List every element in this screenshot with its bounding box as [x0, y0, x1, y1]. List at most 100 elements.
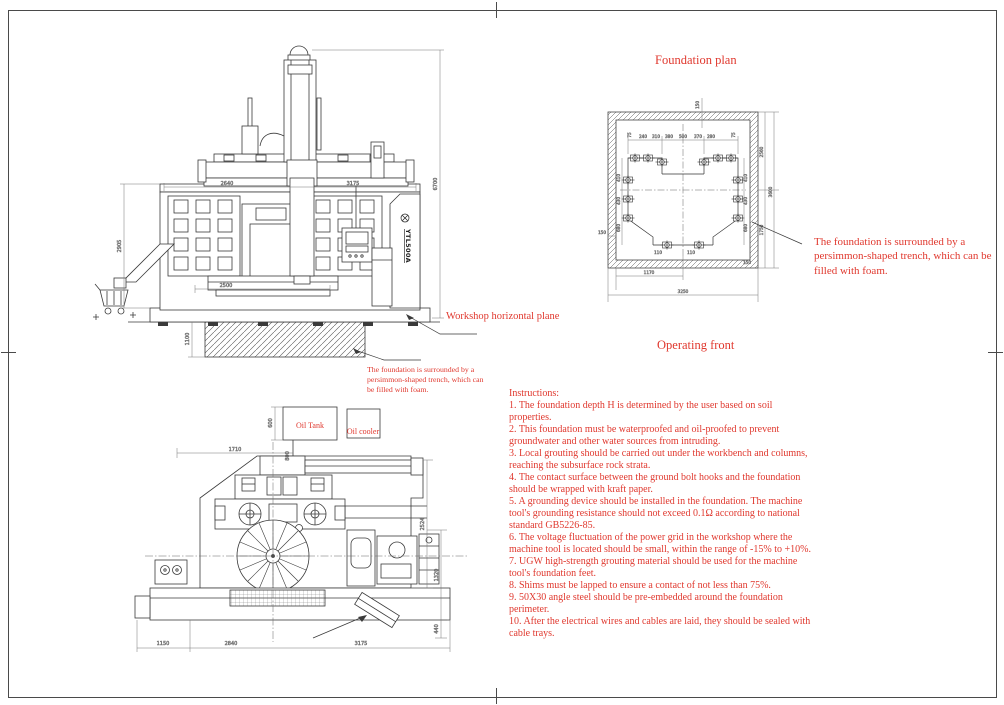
dim-380: 380 [665, 134, 673, 139]
anchor-bolt-icon [621, 213, 635, 223]
conveyor-grid [229, 589, 326, 607]
foundation-plan-drawing: 75 240 310 380 500 370 280 75 150 410 43… [598, 98, 803, 302]
model-label: YTL500A [404, 228, 412, 263]
oil-cooler-label: Oil cooler [347, 427, 380, 436]
anchor-bolt-icon [731, 213, 745, 223]
right-equipment [346, 529, 440, 587]
centerlines [620, 124, 746, 256]
instructions-heading: Instructions: [509, 388, 559, 399]
left-bracket [154, 559, 188, 585]
dim-foundation-depth: 1100 [185, 333, 191, 346]
dim-3250: 3250 [678, 289, 689, 294]
column [283, 59, 317, 163]
dim-1170: 1170 [644, 270, 655, 275]
dim-430-right: 430 [743, 197, 748, 205]
dim-440: 440 [434, 624, 440, 634]
register-tick-top [496, 2, 497, 18]
dim-span-right: 3175 [347, 181, 360, 187]
dim-110-a: 110 [654, 250, 662, 255]
front-view-drawing: YTL500A 2640 3175 6700 2905 2500 1100 [93, 45, 477, 361]
dim-3175: 3175 [355, 641, 368, 647]
anchor-bolt-icon [621, 194, 635, 204]
dim-table-width: 2500 [220, 283, 233, 289]
dim-75-left: 75 [627, 132, 632, 138]
side-console [371, 247, 393, 307]
dim-280: 280 [707, 134, 715, 139]
sheet-border [8, 10, 997, 698]
dim-3600: 3600 [768, 186, 773, 197]
front-view-dimensions: 2640 3175 6700 2905 2500 1100 [117, 49, 444, 358]
register-tick-left [1, 352, 16, 353]
machine-plan-outline [134, 406, 451, 639]
dim-110-b: 110 [687, 250, 695, 255]
plan-view-dimensions: 600 800 1710 2524 1320 440 1150 2840 317… [136, 406, 451, 652]
anchor-bolt-icon [628, 153, 642, 163]
foundation-plan-title: Foundation plan [655, 53, 737, 67]
instruction-item: 3. Local grouting should be carried out … [509, 448, 808, 471]
anchor-bolt-icon [655, 157, 669, 167]
dim-1710: 1710 [229, 447, 242, 453]
dim-150-top: 150 [695, 101, 700, 109]
oil-tank-box [282, 406, 338, 441]
instruction-item: 10. After the electrical wires and cable… [509, 616, 811, 639]
instruction-item: 4. The contact surface between the groun… [509, 472, 801, 495]
dim-410-right: 410 [743, 174, 748, 182]
chip-chute [121, 243, 175, 283]
anchor-bolt-icon [692, 240, 706, 250]
dim-150-right-wall: 150 [743, 260, 751, 265]
plan-centerlines [145, 442, 467, 642]
anchor-bolt-icon [697, 157, 711, 167]
dim-800: 800 [285, 451, 291, 461]
dim-410-left: 410 [616, 174, 621, 182]
instruction-item: 9. 50X30 angle steel should be pre-embed… [509, 592, 783, 615]
oil-tank-label: Oil Tank [296, 421, 324, 430]
dim-430-left: 430 [616, 197, 621, 205]
plan-trench-note: The foundation is surrounded by a persim… [814, 236, 992, 277]
front-trench-note: The foundation is surrounded by a persim… [367, 365, 484, 395]
machine-feet [158, 322, 418, 326]
dim-2524: 2524 [420, 518, 426, 531]
instruction-item: 8. Shims must be lapped to ensure a cont… [509, 580, 771, 591]
anchor-bolt-icon [621, 175, 635, 185]
register-tick-bottom [496, 688, 497, 704]
anchor-bolt-icon [660, 240, 674, 250]
instruction-item: 2. This foundation must be waterproofed … [509, 424, 780, 447]
motor-left [238, 502, 262, 526]
instruction-item: 5. A grounding device should be installe… [509, 496, 803, 531]
discharge-chute [354, 591, 400, 629]
anchor-bolt-icon [711, 153, 725, 163]
dim-body-height: 2905 [117, 240, 123, 253]
brand-logo-icon [400, 213, 410, 223]
trolley-icon [93, 283, 136, 320]
dim-2840: 2840 [225, 641, 238, 647]
anchor-bolt-icon [641, 153, 655, 163]
plan-view-drawing: Oil Tank Oil cooler 600 800 1710 2524 13… [134, 406, 467, 652]
dim-150-left-wall: 150 [598, 230, 606, 235]
dim-310: 310 [652, 134, 660, 139]
leader-lines [353, 314, 477, 361]
dim-75-right: 75 [731, 132, 736, 138]
pendant-control [341, 227, 373, 263]
foundation-plan-dimensions: 75 240 310 380 500 370 280 75 150 410 43… [598, 98, 779, 302]
instructions-block: Instructions: 1. The foundation depth H … [509, 388, 812, 640]
dim-680-left: 680 [616, 224, 621, 232]
dim-total-height: 6700 [433, 178, 439, 191]
dim-span-left: 2640 [221, 181, 234, 187]
dim-680-right: 680 [743, 224, 748, 232]
left-louver-grid [173, 199, 233, 271]
motor-right [303, 502, 327, 526]
instruction-item: 6. The voltage fluctuation of the power … [509, 532, 811, 555]
foundation-hatch [204, 321, 366, 358]
work-door [249, 223, 297, 279]
dim-1150: 1150 [157, 641, 170, 647]
machine-front-outline [113, 45, 440, 358]
dim-600: 600 [268, 418, 274, 428]
dim-370: 370 [694, 134, 702, 139]
dim-1320: 1320 [434, 569, 440, 582]
dim-500: 500 [679, 134, 687, 139]
instruction-item: 1. The foundation depth H is determined … [509, 400, 773, 423]
anchor-bolt-icon [724, 153, 738, 163]
register-tick-right [988, 352, 1003, 353]
dim-240: 240 [639, 134, 647, 139]
